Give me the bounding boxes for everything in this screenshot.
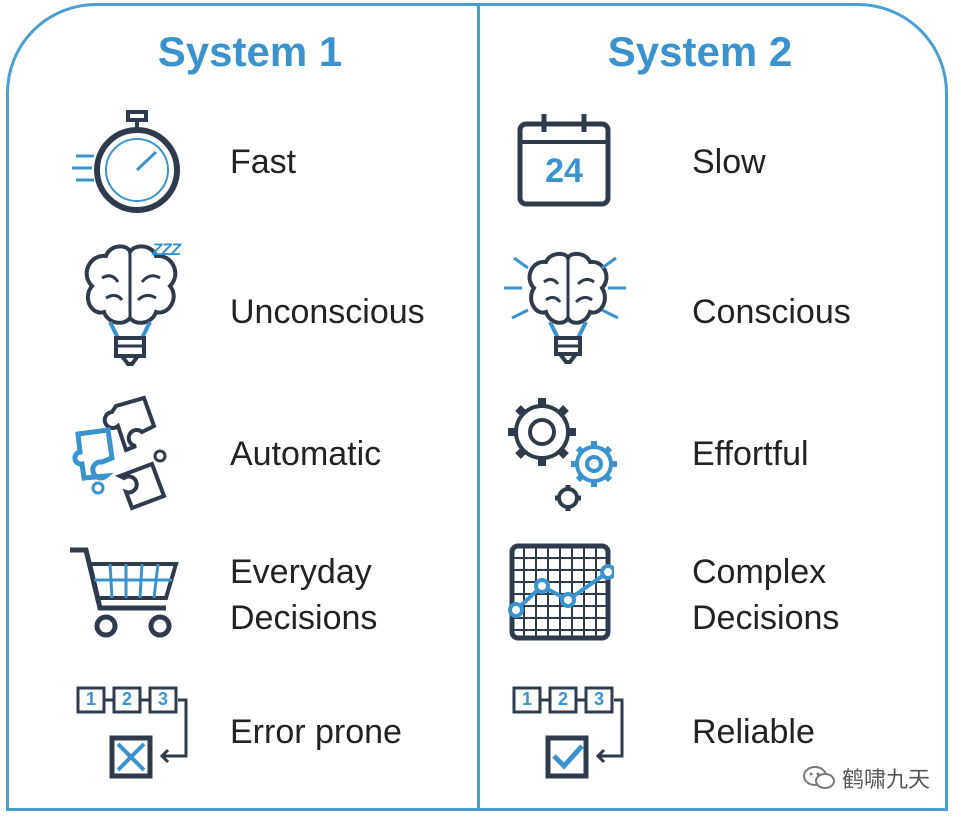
shopping-cart-icon	[70, 547, 179, 638]
system2-label-decisions: Decisions	[692, 599, 840, 637]
step-number-1: 1	[521, 689, 532, 709]
step-number-2: 2	[121, 689, 132, 709]
stopwatch-icon	[72, 110, 180, 213]
gears-icon	[508, 398, 617, 511]
system1-label-unconscious: Unconscious	[230, 293, 425, 331]
system2-label-slow: Slow	[692, 143, 766, 181]
system1-label-error-prone: Error prone	[230, 713, 402, 751]
steps-checked-checkbox-icon: 1 2 3	[510, 686, 630, 786]
system2-title: System 2	[607, 28, 793, 75]
sleep-zzz-text: ZZZ	[152, 240, 181, 259]
sleeping-brain-bulb-icon	[84, 244, 178, 366]
puzzle-pieces-icon	[72, 395, 167, 511]
calendar-24-icon: 24	[514, 110, 614, 210]
step-number-3: 3	[157, 689, 168, 709]
system1-label-decisions: Decisions	[230, 599, 378, 637]
system1-title: System 1	[157, 28, 343, 75]
step-number-1: 1	[85, 689, 96, 709]
graph-chart-icon	[508, 543, 614, 641]
steps-cross-checkbox-icon: 1 2 3	[74, 686, 194, 786]
column-divider	[477, 3, 480, 811]
system2-label-effortful: Effortful	[692, 435, 809, 473]
system2-label-reliable: Reliable	[692, 713, 815, 751]
system1-label-everyday: Everyday	[230, 553, 372, 591]
step-number-3: 3	[593, 689, 604, 709]
watermark: 鹤啸九天	[802, 762, 930, 794]
wechat-icon	[802, 766, 835, 789]
watermark-text: 鹤啸九天	[841, 767, 930, 792]
calendar-number: 24	[545, 152, 583, 190]
system2-label-complex: Complex	[692, 553, 827, 591]
step-number-2: 2	[557, 689, 568, 709]
system2-label-conscious: Conscious	[692, 293, 851, 331]
system1-label-fast: Fast	[230, 143, 297, 181]
bright-brain-bulb-icon	[504, 251, 626, 364]
system1-label-automatic: Automatic	[230, 435, 382, 473]
